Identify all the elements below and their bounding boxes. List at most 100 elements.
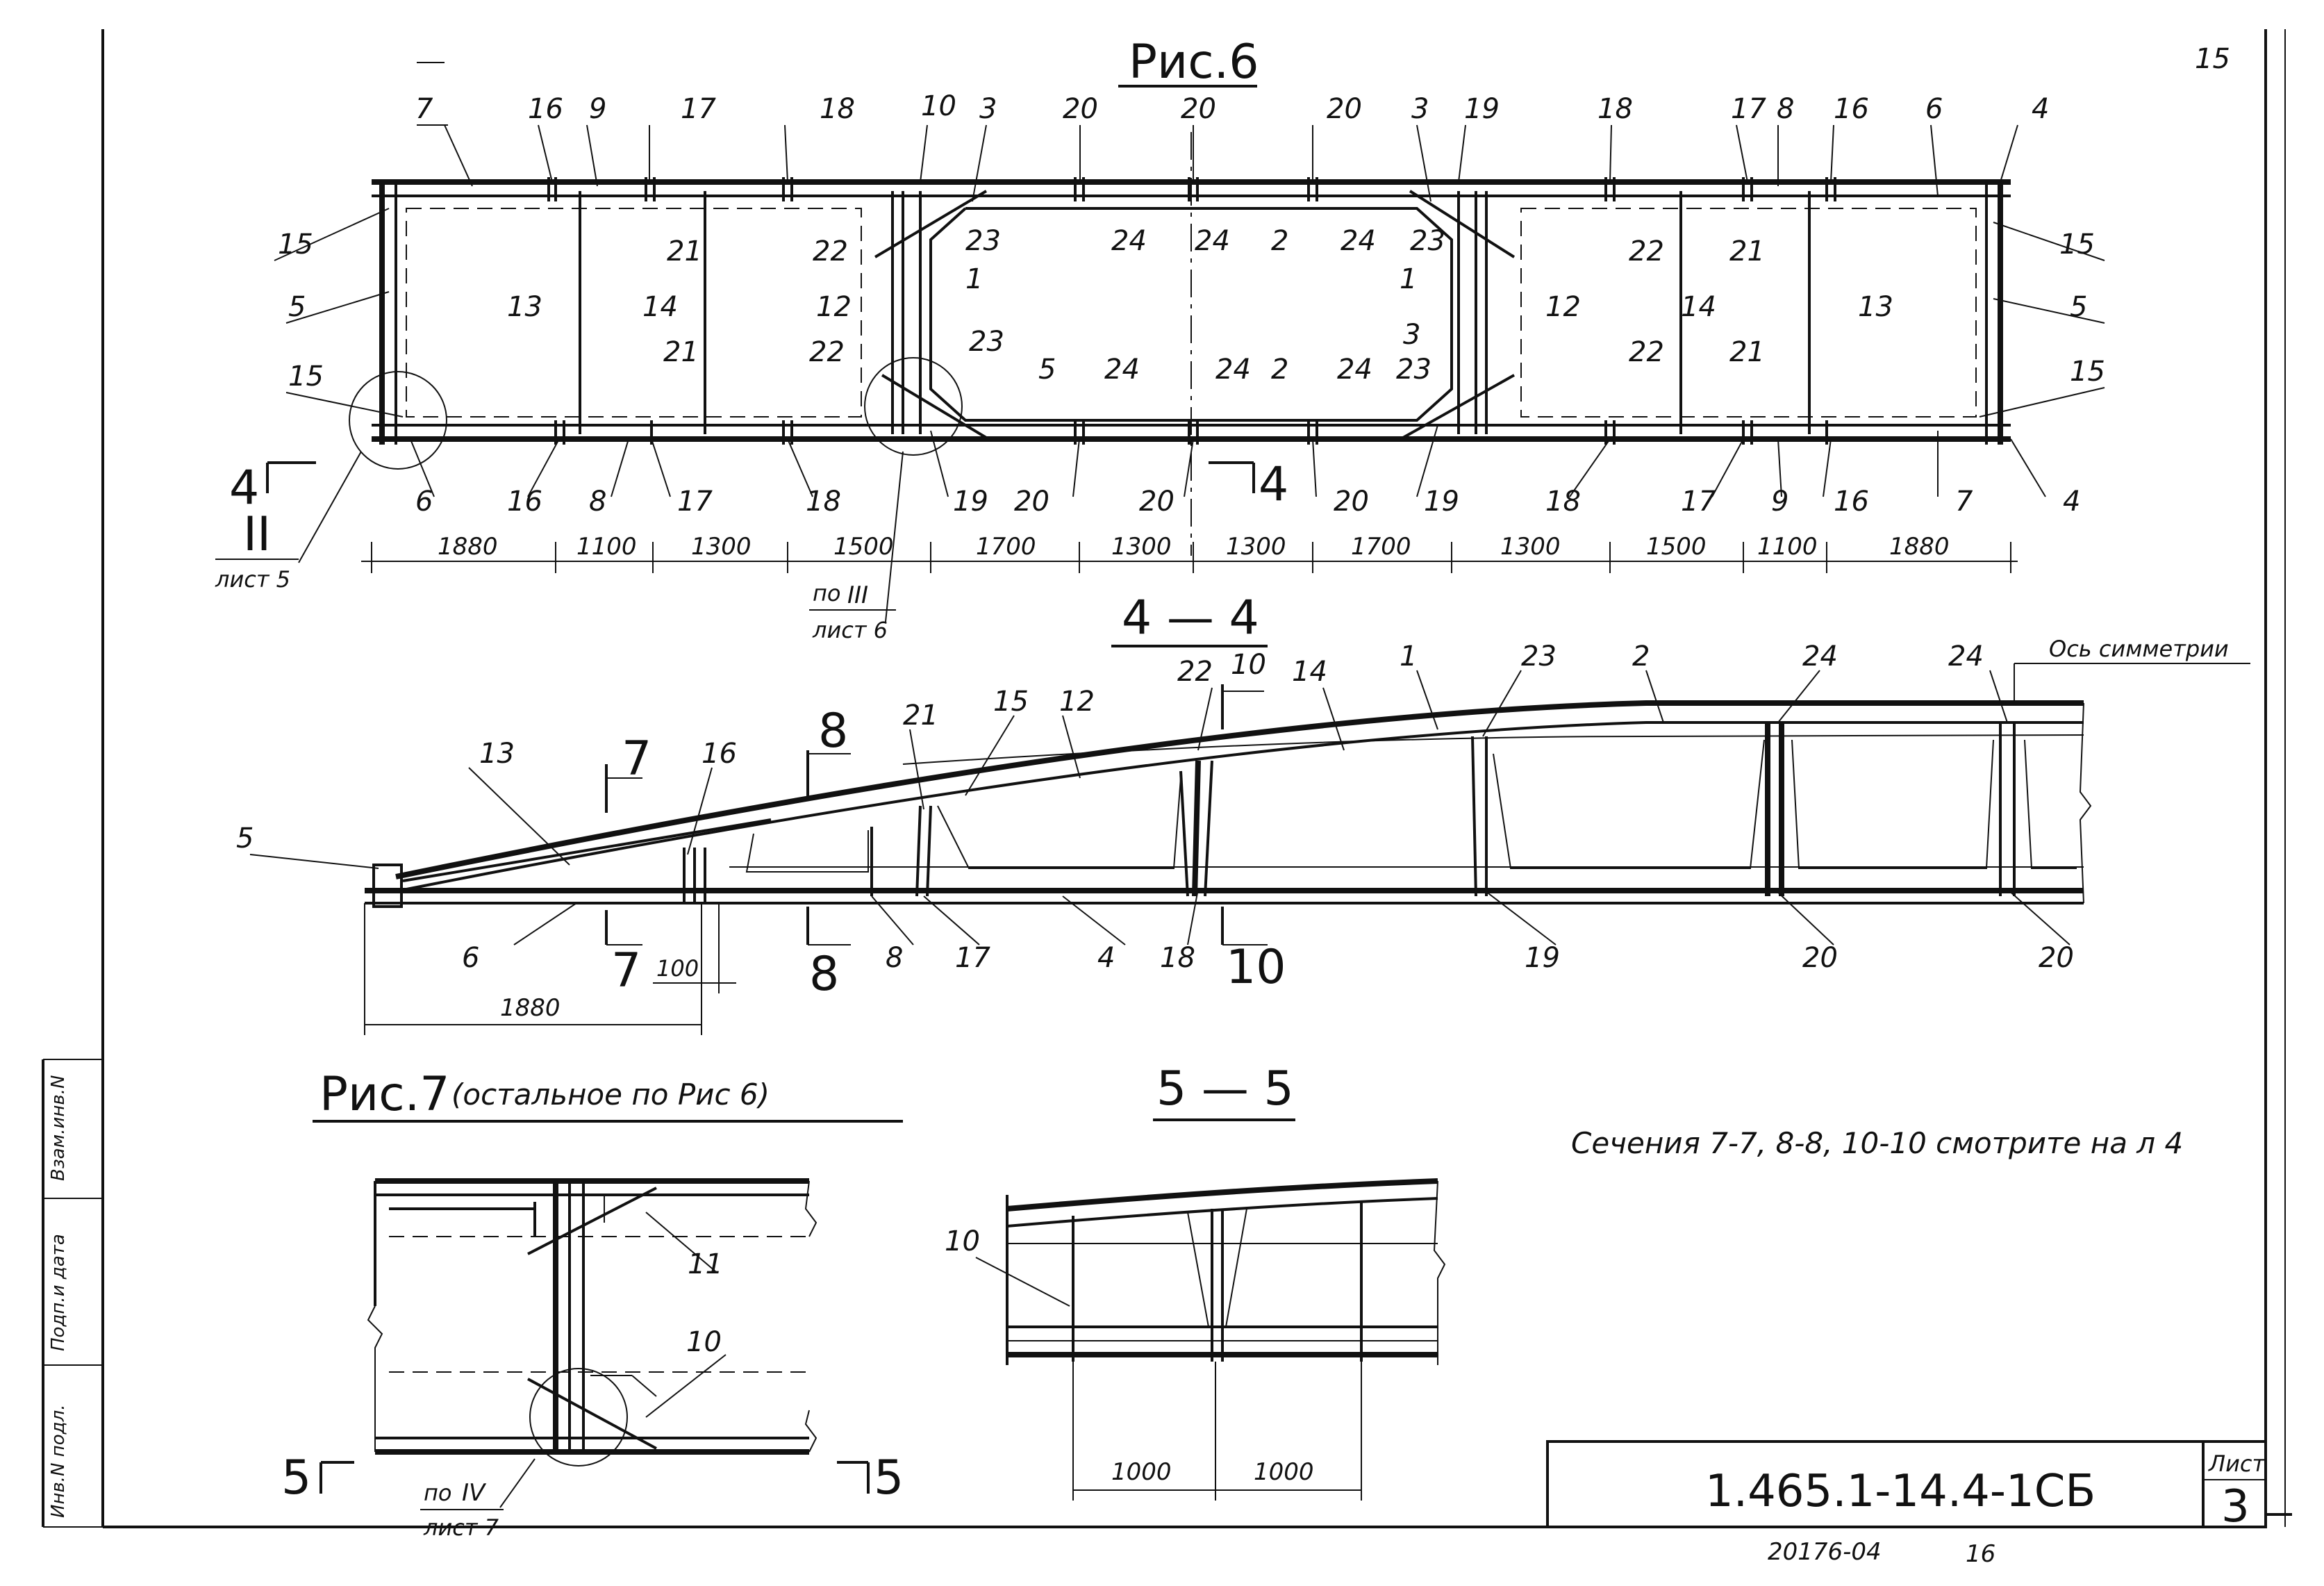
fig6-dim: 1700 — [976, 533, 1036, 561]
sec44-dim: 100 — [656, 955, 699, 982]
fig6-top-label: 8 — [1777, 93, 1794, 125]
sec44-label: 8 — [818, 704, 848, 759]
fig6-inner-label: 24 — [1104, 354, 1140, 386]
fig7-section-mark-left: 5 — [281, 1451, 311, 1505]
fig7-label: 11 — [688, 1248, 723, 1280]
fig7-section-mark-right: 5 — [874, 1451, 904, 1505]
sec44-bottom-label: 10 — [1226, 940, 1286, 995]
fig6-bottom-label: 18 — [1545, 486, 1581, 518]
fig6-inner-label: 21 — [667, 236, 702, 267]
left-stamp-strip: Взам.инв.N Подп.и дата Инв.N подл. — [42, 1059, 103, 1528]
fig6-dim: 1300 — [1226, 533, 1286, 561]
fig6-inner-label: 24 — [1111, 225, 1147, 257]
fig6-bottom-label: 20 — [1139, 486, 1175, 518]
sec55-title: 5 — 5 — [1156, 1062, 1294, 1116]
sec44-bottom-label: 6 — [462, 942, 479, 974]
fig6-top-label: 20 — [1063, 93, 1098, 125]
fig6-member-label: 13 — [1858, 291, 1893, 323]
fig6-dim: 1300 — [1500, 533, 1561, 561]
fig6-inner-label: 23 — [1396, 354, 1431, 386]
fig6-top-label: 3 — [1411, 93, 1429, 125]
sec55-dim: 1000 — [1111, 1458, 1172, 1486]
fig6-side-label: 15 — [288, 361, 324, 393]
sec44-label: 15 — [993, 686, 1029, 718]
fig6-top-label: 10 — [921, 90, 956, 122]
fig6-bottom-label: 4 — [2063, 486, 2080, 518]
fig6-inner-label: 2 — [1271, 354, 1288, 386]
stamp-label-replacement: Взам.инв.N — [48, 1075, 69, 1181]
fig6-callout-left-mark: II — [243, 507, 271, 562]
fig6-section-mark-mid: 4 — [1259, 457, 1288, 512]
fig6-top-label: 17 — [1731, 93, 1766, 125]
fig6-bottom-label: 19 — [1424, 486, 1459, 518]
fig6-top-label: 4 — [2032, 93, 2049, 125]
sheet-frame — [101, 29, 2286, 1528]
fig6-inner-label: 2 — [1271, 225, 1288, 257]
sec44-label: 12 — [1059, 686, 1095, 718]
fig6-bottom-label: 7 — [1955, 486, 1973, 518]
fig6-top-label: 9 — [589, 93, 606, 125]
sec44-label: 23 — [1521, 641, 1557, 672]
sec44-bottom-label: 19 — [1525, 942, 1560, 974]
sec44-bottom-label: 20 — [1802, 942, 1838, 974]
fig6-inner-label: 23 — [965, 225, 1001, 257]
fig6-callout-left-ref: лист 5 — [215, 566, 290, 593]
drawing-designation: 1.465.1-14.4-1СБ — [1705, 1466, 2095, 1517]
sec44-bottom-label: 7 — [611, 943, 641, 998]
fig7-title: Рис.7 — [319, 1067, 449, 1122]
sec44-dim: 1880 — [500, 994, 561, 1022]
fig6-member-label: 1 — [1400, 263, 1417, 295]
sec44-label: 21 — [903, 700, 938, 732]
fig6-bottom-label: 9 — [1771, 486, 1788, 518]
fig6-plan — [266, 124, 2046, 622]
sec44-title: 4 — 4 — [1122, 590, 1259, 645]
fig6-top-label: 18 — [820, 93, 855, 125]
fig6-top-label: 17 — [681, 93, 716, 125]
fig6-inner-label: 22 — [809, 336, 845, 368]
sec44-label: 5 — [236, 823, 254, 854]
fig6-bottom-label: 16 — [507, 486, 542, 518]
fig6-dim: 1300 — [691, 533, 752, 561]
fig6-member-label: 14 — [642, 291, 678, 323]
fig6-member-label: 1 — [965, 263, 983, 295]
fig7-subtitle: (остальное по Рис 6) — [451, 1077, 770, 1112]
sheet-number: 3 — [2221, 1481, 2250, 1533]
fig6-callout-mid-ref: лист 6 — [812, 617, 888, 643]
fig6-dim: 1100 — [1757, 533, 1818, 561]
sec44-label: 22 — [1177, 656, 1213, 688]
fig6-dim: 1500 — [833, 533, 894, 561]
fig7-label: 10 — [686, 1326, 722, 1358]
sections-note: Сечения 7-7, 8-8, 10-10 смотрите на л 4 — [1571, 1126, 2183, 1160]
fig6-bottom-label: 17 — [1681, 486, 1716, 518]
fig6-side-label: 15 — [278, 229, 313, 261]
fig6-top-label: 20 — [1181, 93, 1216, 125]
sec55-detail — [975, 1178, 1446, 1501]
fig6-section-mark-left: 4 — [229, 461, 259, 515]
sec44-bottom-label: 17 — [955, 942, 990, 974]
sec44-elevation — [249, 663, 2250, 1035]
fig6-dim: 1300 — [1111, 533, 1172, 561]
inventory-number: 20176-04 — [1768, 1538, 1882, 1566]
sec44-bottom-label: 8 — [886, 942, 903, 974]
fig6-top-label: 18 — [1597, 93, 1633, 125]
sec44-bottom-label: 20 — [2039, 942, 2074, 974]
fig7-callout-prefix: по — [424, 1480, 452, 1506]
fig7-detail — [319, 1178, 870, 1510]
fig6-dim: 1880 — [1889, 533, 1950, 561]
fig6-inner-label: 24 — [1215, 354, 1251, 386]
fig6-inner-label: 24 — [1195, 225, 1230, 257]
fig6-top-label: 6 — [1925, 93, 1943, 125]
sec44-label: 24 — [1802, 641, 1838, 672]
fig6-inner-label: 24 — [1341, 225, 1376, 257]
fig6-dim: 1700 — [1351, 533, 1411, 561]
fig6-bottom-label: 19 — [953, 486, 988, 518]
fig6-inner-label: 21 — [1729, 236, 1765, 267]
fig7-callout-mark: IV — [462, 1479, 487, 1507]
sec44-bottom-label: 8 — [809, 947, 839, 1002]
sec44-bottom-label: 4 — [1097, 942, 1115, 974]
inventory-suffix: 16 — [1966, 1540, 1995, 1568]
fig6-title: Рис.6 — [1129, 35, 1259, 90]
fig6-top-label: 16 — [528, 93, 563, 125]
fig6-inner-label: 22 — [1629, 336, 1664, 368]
